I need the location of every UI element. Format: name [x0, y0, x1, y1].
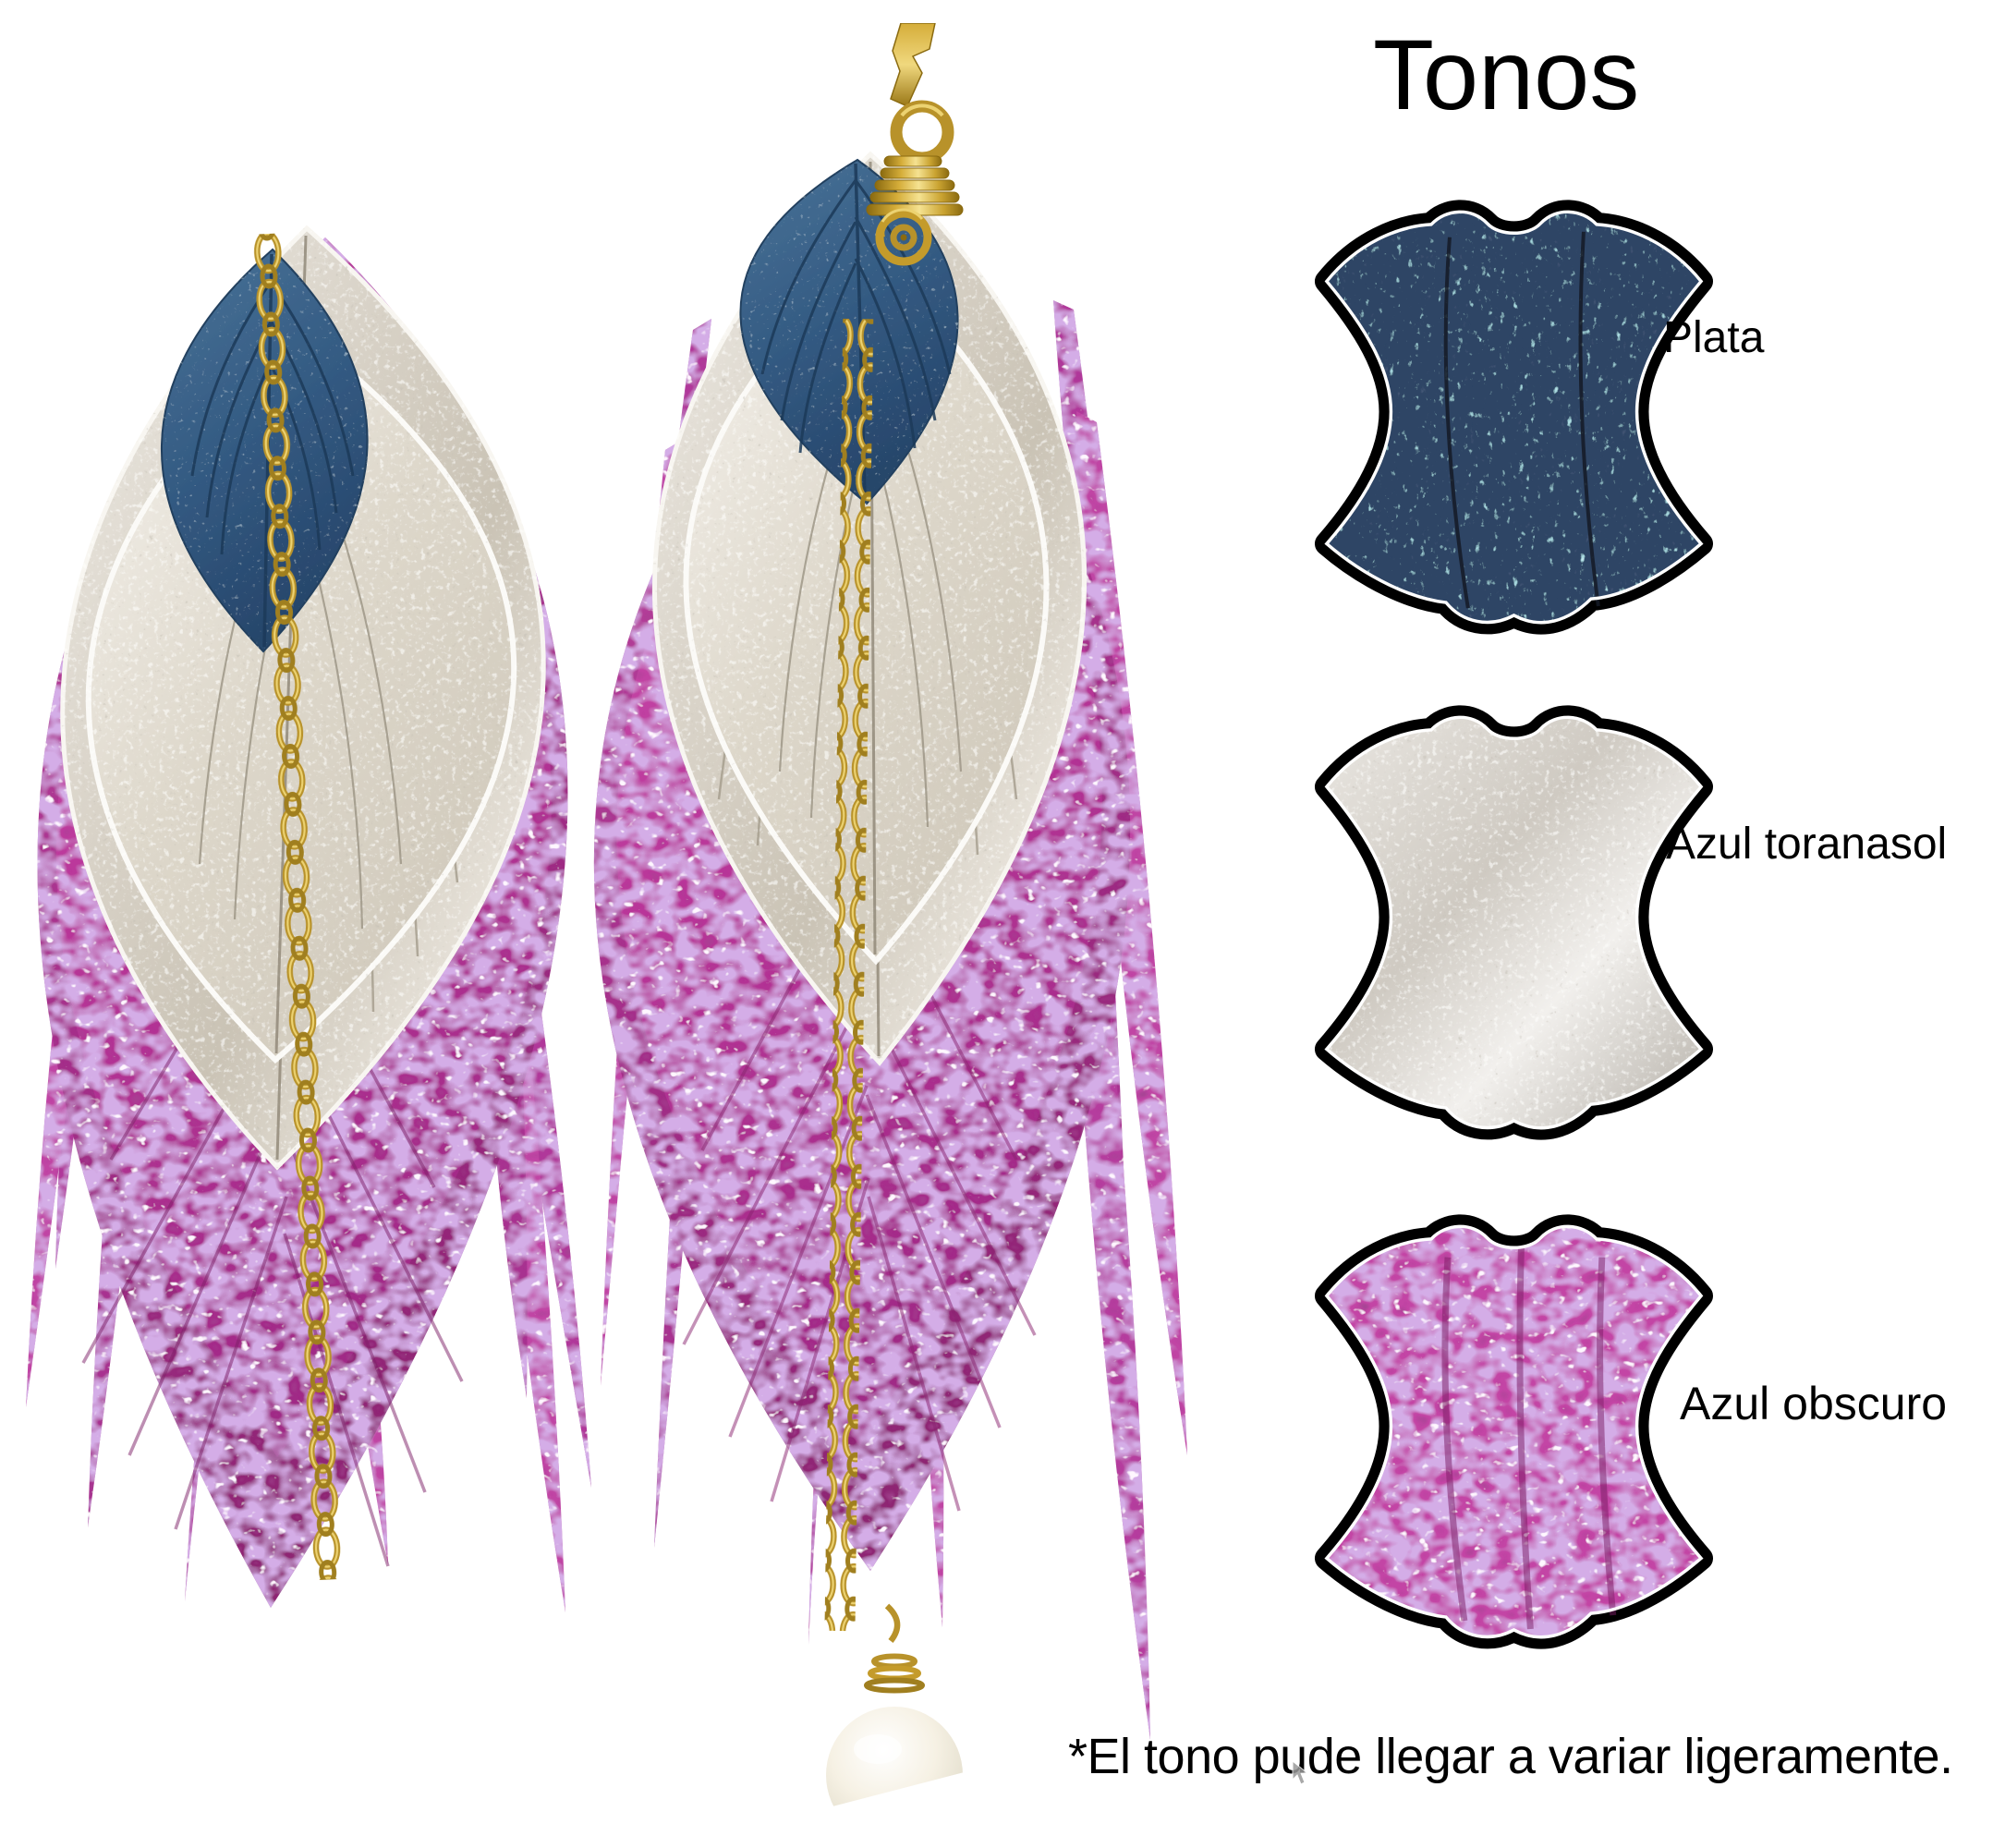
right-earring-chain — [824, 318, 874, 1632]
ear-hook-icon — [890, 23, 936, 107]
right-earring-image — [593, 23, 1187, 1825]
wire-spiral-icon — [875, 208, 932, 266]
photo-crop-edge — [804, 1769, 975, 1825]
right-earring-blue-veins — [760, 163, 952, 500]
swatch-label-azul-obscuro: Azul obscuro — [1680, 1378, 1948, 1429]
left-earring-image — [26, 225, 591, 1612]
tone-disclaimer: *El tono pude llegar a variar ligerament… — [1068, 1729, 1953, 1784]
swatch-label-plata: Plata — [1663, 313, 1765, 362]
leather-hide-icon — [1314, 705, 1714, 1140]
right-earring-pearl-drop — [804, 1603, 975, 1825]
swatch-azul-obscuro — [1314, 1214, 1714, 1649]
leather-hide-icon — [1314, 200, 1714, 635]
swatch-plata — [1314, 200, 1714, 635]
mouse-cursor-artifact — [1292, 1761, 1309, 1785]
tones-panel-title: Tonos — [1373, 18, 1640, 130]
swatch-label-azul-toranasol: Azul toranasol — [1666, 820, 1948, 869]
left-earring-chain — [251, 233, 346, 1581]
leather-hide-icon — [1314, 1214, 1714, 1649]
right-earring-gold-hardware — [866, 23, 964, 266]
swatch-azul-toranasol — [1314, 705, 1714, 1140]
wire-cone-icon — [866, 155, 964, 216]
